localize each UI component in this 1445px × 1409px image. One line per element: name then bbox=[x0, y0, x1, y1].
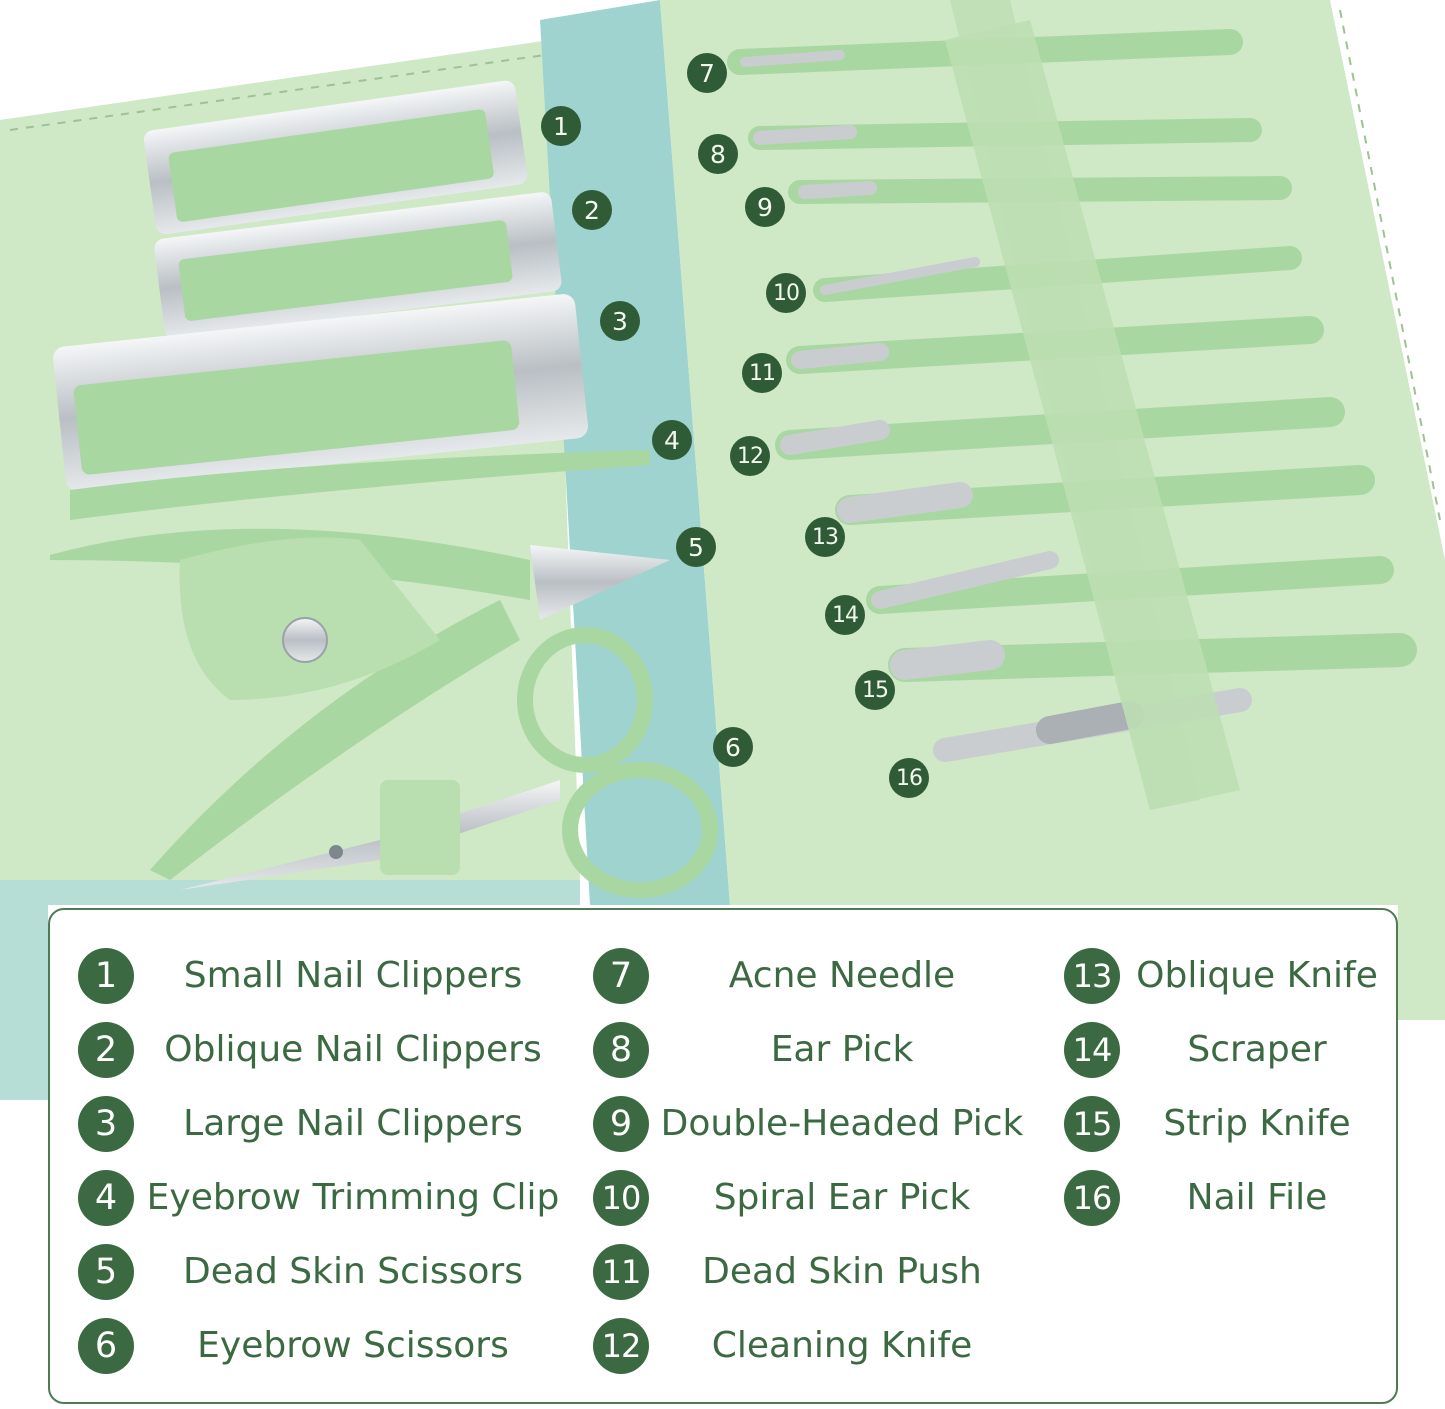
photo-badge-15: 15 bbox=[855, 670, 895, 710]
legend-label: Ear Pick bbox=[770, 1029, 914, 1070]
legend-number: 2 bbox=[78, 1022, 134, 1078]
legend-label: Oblique Nail Clippers bbox=[164, 1029, 542, 1070]
legend-label: Dead Skin Scissors bbox=[183, 1251, 523, 1292]
legend-number: 6 bbox=[78, 1318, 134, 1374]
legend-label: Cleaning Knife bbox=[711, 1325, 973, 1366]
photo-badge-12: 12 bbox=[730, 436, 770, 476]
photo-badge-2: 2 bbox=[572, 190, 612, 230]
legend-label: Large Nail Clippers bbox=[183, 1103, 523, 1144]
legend-item: 5 Dead Skin Scissors bbox=[78, 1238, 578, 1300]
photo-badge-7: 7 bbox=[687, 53, 727, 93]
photo-badge-14: 14 bbox=[825, 595, 865, 635]
photo-badge-4: 4 bbox=[652, 420, 692, 460]
small-nail-clippers bbox=[143, 80, 528, 235]
legend-item: 7 Acne Needle bbox=[593, 942, 1043, 1004]
legend-number: 13 bbox=[1064, 948, 1120, 1004]
legend-item: 8 Ear Pick bbox=[593, 1016, 1043, 1078]
dead-skin-scissors bbox=[50, 528, 670, 880]
photo-badge-5: 5 bbox=[676, 527, 716, 567]
legend-number: 1 bbox=[78, 948, 134, 1004]
photo-badge-8: 8 bbox=[698, 134, 738, 174]
legend-item: 10 Spiral Ear Pick bbox=[593, 1164, 1043, 1226]
legend-label: Double-Headed Pick bbox=[660, 1103, 1024, 1144]
photo-badge-13: 13 bbox=[805, 517, 845, 557]
photo-badge-9: 9 bbox=[745, 187, 785, 227]
legend-label: Nail File bbox=[1186, 1177, 1328, 1218]
eyebrow-trimming-clip bbox=[70, 450, 650, 520]
legend-item: 16 Nail File bbox=[1064, 1164, 1396, 1226]
legend-number: 11 bbox=[593, 1244, 649, 1300]
oblique-nail-clippers bbox=[154, 192, 562, 338]
legend-item: 13 Oblique Knife bbox=[1064, 942, 1396, 1004]
legend-label: Small Nail Clippers bbox=[183, 955, 523, 996]
legend-number: 3 bbox=[78, 1096, 134, 1152]
legend-label: Acne Needle bbox=[728, 955, 956, 996]
legend-label: Strip Knife bbox=[1163, 1103, 1351, 1144]
legend-item: 6 Eyebrow Scissors bbox=[78, 1312, 578, 1374]
legend-item: 2 Oblique Nail Clippers bbox=[78, 1016, 578, 1078]
eyebrow-scissors bbox=[180, 627, 718, 898]
legend-number: 9 bbox=[593, 1096, 649, 1152]
legend-item: 4 Eyebrow Trimming Clip bbox=[78, 1164, 578, 1226]
legend-label: Eyebrow Trimming Clip bbox=[146, 1177, 560, 1218]
photo-badge-3: 3 bbox=[600, 301, 640, 341]
legend-number: 4 bbox=[78, 1170, 134, 1226]
legend-label: Scraper bbox=[1187, 1029, 1327, 1070]
legend-label: Oblique Knife bbox=[1136, 955, 1378, 996]
legend-number: 8 bbox=[593, 1022, 649, 1078]
photo-badge-1: 1 bbox=[541, 106, 581, 146]
legend-item: 15 Strip Knife bbox=[1064, 1090, 1396, 1152]
legend-number: 14 bbox=[1064, 1022, 1120, 1078]
legend-item: 14 Scraper bbox=[1064, 1016, 1396, 1078]
legend-label: Spiral Ear Pick bbox=[713, 1177, 971, 1218]
legend-label: Dead Skin Push bbox=[702, 1251, 982, 1292]
legend-number: 12 bbox=[593, 1318, 649, 1374]
legend-number: 7 bbox=[593, 948, 649, 1004]
legend-item: 9 Double-Headed Pick bbox=[593, 1090, 1043, 1152]
legend-number: 16 bbox=[1064, 1170, 1120, 1226]
large-nail-clippers bbox=[53, 294, 589, 491]
photo-badge-6: 6 bbox=[713, 727, 753, 767]
legend-number: 5 bbox=[78, 1244, 134, 1300]
legend-item: 1 Small Nail Clippers bbox=[78, 942, 578, 1004]
legend-label: Eyebrow Scissors bbox=[197, 1325, 509, 1366]
legend-number: 10 bbox=[593, 1170, 649, 1226]
legend-item: 12 Cleaning Knife bbox=[593, 1312, 1043, 1374]
legend-item: 11 Dead Skin Push bbox=[593, 1238, 1043, 1300]
photo-badge-10: 10 bbox=[766, 273, 806, 313]
legend-item: 3 Large Nail Clippers bbox=[78, 1090, 578, 1152]
legend-number: 15 bbox=[1064, 1096, 1120, 1152]
photo-badge-11: 11 bbox=[742, 353, 782, 393]
photo-badge-16: 16 bbox=[889, 758, 929, 798]
legend-panel: 1 Small Nail Clippers 2 Oblique Nail Cli… bbox=[48, 908, 1398, 1404]
